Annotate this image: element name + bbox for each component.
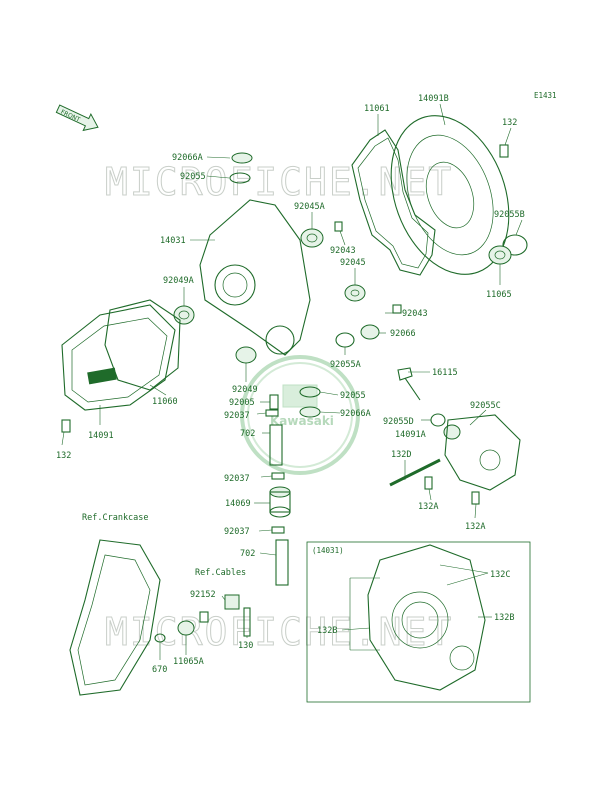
label-132d: 132D	[391, 450, 411, 460]
label-132-top: 132	[502, 118, 517, 128]
clamp-92037-b	[271, 472, 285, 480]
label-92049a: 92049A	[163, 276, 194, 286]
oring-92055a	[335, 332, 355, 348]
dipstick-16115	[397, 367, 421, 401]
washer-92066a-mid	[299, 406, 321, 418]
leader-lines	[61, 103, 523, 660]
svg-text:Kawasaki: Kawasaki	[270, 414, 334, 428]
bolt-132d	[389, 458, 441, 487]
cover-14031	[199, 199, 311, 356]
oring-92055d	[430, 413, 446, 427]
label-92055a: 92055A	[330, 360, 361, 370]
label-92037-b: 92037	[224, 474, 250, 484]
plate-14091b	[390, 115, 510, 275]
bearing-92045a	[300, 228, 324, 248]
seal-92049	[235, 346, 257, 364]
fitting-92005	[269, 394, 279, 410]
ref-cables-label: Ref.Cables	[195, 568, 246, 578]
diagram-code: E1431	[534, 91, 557, 100]
watermark-bottom: MICROFICHE.NET	[105, 610, 453, 654]
label-92055d: 92055D	[383, 417, 414, 427]
pin-92043-a	[334, 221, 343, 232]
oring-92055b	[502, 234, 528, 256]
washer-92066	[360, 324, 380, 340]
label-11060: 11060	[152, 397, 178, 407]
kawasaki-seal: Kawasaki	[240, 355, 360, 475]
bearing-92045	[344, 284, 366, 302]
gasket-11061	[351, 129, 436, 276]
label-670: 670	[152, 665, 167, 675]
label-14091a: 14091A	[395, 430, 426, 440]
label-92043-a: 92043	[330, 246, 356, 256]
label-132-left: 132	[56, 451, 71, 461]
label-92055-top: 92055	[180, 172, 206, 182]
bolt-132a-b	[471, 491, 480, 505]
hose-702-b	[275, 539, 289, 586]
front-arrow-icon: FRONT	[55, 104, 99, 132]
label-92043-b: 92043	[402, 309, 428, 319]
label-92055c: 92055C	[470, 401, 501, 411]
bolt-132a-a	[424, 476, 433, 490]
inset-14031: (14031)	[306, 541, 531, 703]
label-92055-mid: 92055	[340, 391, 366, 401]
label-702-a: 702	[240, 429, 255, 439]
bolt-132-left	[61, 419, 71, 433]
label-92049: 92049	[232, 385, 258, 395]
cover-92055c	[444, 414, 521, 491]
label-92066a-top: 92066A	[172, 153, 203, 163]
bolt-132-top	[499, 144, 509, 158]
gasket-11060	[104, 299, 181, 391]
label-11061: 11061	[364, 104, 390, 114]
label-11065a: 11065A	[173, 657, 204, 667]
washer-92066a-top	[231, 152, 253, 164]
label-92066a-mid: 92066A	[340, 409, 371, 419]
oring-92055-top	[229, 172, 251, 184]
label-92005: 92005	[229, 398, 255, 408]
seal-11065	[488, 245, 512, 265]
seal-11065a	[177, 620, 195, 636]
label-14031: 14031	[160, 236, 186, 246]
label-702-b: 702	[240, 549, 255, 559]
label-92037-c: 92037	[224, 527, 250, 537]
pin-92043-b	[392, 304, 402, 314]
bracket-92152	[224, 594, 240, 610]
label-130: 130	[238, 641, 253, 651]
clamp-92037-c	[271, 526, 285, 534]
label-92066: 92066	[390, 329, 416, 339]
ref-crankcase-label: Ref.Crankcase	[82, 513, 149, 523]
seal-92049a	[173, 305, 195, 325]
label-92045a: 92045A	[294, 202, 325, 212]
label-11065: 11065	[486, 290, 512, 300]
label-92055b: 92055B	[494, 210, 525, 220]
inset-label: (14031)	[312, 546, 344, 555]
label-132b-right: 132B	[494, 613, 514, 623]
label-14069: 14069	[225, 499, 251, 509]
crankcase-ref	[69, 539, 161, 696]
part-14069	[269, 486, 291, 518]
label-132a-b: 132A	[465, 522, 485, 532]
fitting-small	[199, 611, 209, 623]
label-132c: 132C	[490, 570, 510, 580]
label-132a-a: 132A	[418, 502, 438, 512]
label-132b-left: 132B	[317, 626, 337, 636]
label-14091: 14091	[88, 431, 114, 441]
cover-14091	[61, 304, 176, 411]
hose-702-a	[269, 424, 283, 466]
label-14091b: 14091B	[418, 94, 449, 104]
label-92037-a: 92037	[224, 411, 250, 421]
label-92152: 92152	[190, 590, 216, 600]
label-92045: 92045	[340, 258, 366, 268]
label-16115: 16115	[432, 368, 458, 378]
